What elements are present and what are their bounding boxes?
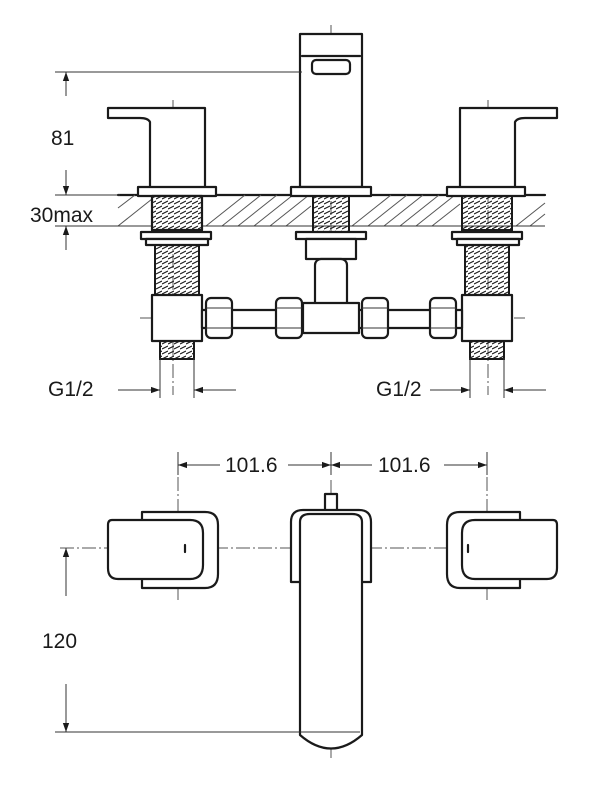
dim-label-spacing-left: 101.6 [225, 454, 278, 477]
right-handle-plan [445, 510, 559, 590]
dim-right-thread: G1/2 [376, 358, 546, 401]
dim-label-120: 120 [42, 630, 77, 653]
left-handle-plan [106, 510, 220, 590]
dim-deck-thickness: 30max [30, 204, 120, 250]
dim-label-spacing-right: 101.6 [378, 454, 431, 477]
dim-label-81: 81 [51, 127, 74, 150]
spout-front [289, 32, 373, 311]
plan-view: 101.6 101.6 120 [42, 452, 560, 760]
left-handle-front [106, 106, 218, 360]
dim-left-thread: G1/2 [48, 358, 236, 401]
right-handle-front [445, 106, 559, 360]
dim-handle-spacing: 101.6 101.6 [177, 452, 488, 477]
dim-label-30max: 30max [30, 204, 94, 227]
dim-spout-reach: 120 [42, 548, 360, 733]
dim-label-g12-right: G1/2 [376, 378, 422, 401]
dim-label-g12-left: G1/2 [48, 378, 94, 401]
connector-hose [200, 296, 464, 340]
dim-spout-height: 81 [51, 71, 302, 196]
front-elevation-view: 81 30max G1/2 G1/2 [30, 25, 559, 401]
spout-plan [289, 492, 373, 750]
